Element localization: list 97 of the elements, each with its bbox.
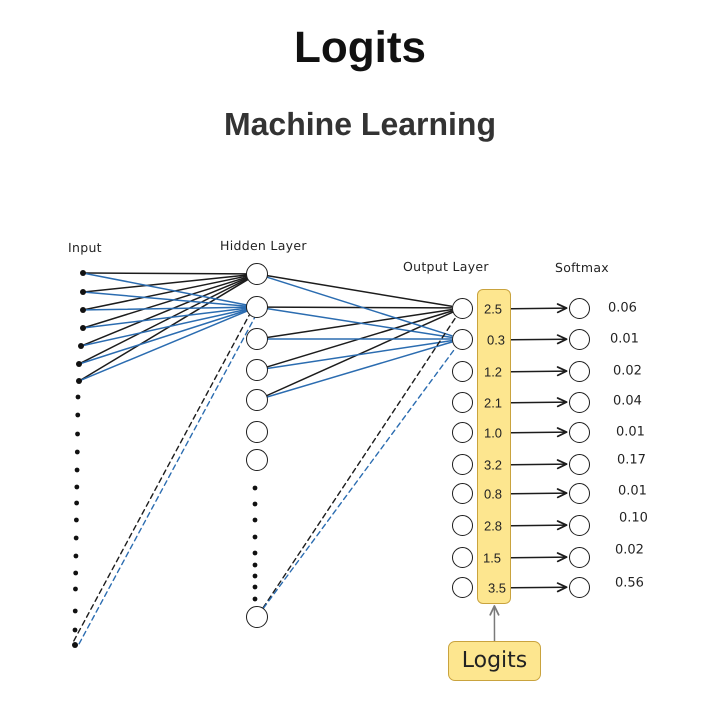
input-dot [76, 378, 82, 384]
input-dot [80, 270, 86, 276]
connection-line [85, 272, 247, 275]
input-dot [80, 325, 86, 331]
connection-line [80, 278, 248, 380]
connection-line [81, 310, 248, 364]
logit-value: 2.5 [484, 302, 502, 316]
neuron-circle [452, 546, 472, 568]
neuron-circle [452, 576, 472, 598]
probability-value: 0.02 [613, 364, 642, 378]
connection-line [81, 310, 248, 381]
connection-line [266, 312, 454, 396]
connection-line [85, 275, 247, 310]
connection-line [83, 277, 248, 346]
neuron-circle [568, 328, 590, 350]
neuron-circle [452, 298, 472, 318]
arrow [510, 520, 568, 530]
probability-value: 0.01 [618, 484, 647, 498]
neuron-circle [452, 482, 472, 504]
layer-heading: Softmax [555, 260, 609, 275]
connection-line [267, 275, 452, 308]
neuron-circle [246, 296, 268, 318]
connection-line [83, 308, 248, 346]
connection-line [85, 306, 247, 311]
neuron-circle [452, 392, 472, 412]
probability-value: 0.01 [616, 426, 645, 438]
arrow [510, 459, 568, 470]
probability-value: 0.10 [619, 512, 648, 524]
arrow [510, 397, 568, 408]
input-dot [72, 642, 78, 648]
arrow [510, 366, 568, 376]
arrow [510, 427, 568, 438]
connection-line [85, 274, 247, 292]
arrow [510, 488, 568, 498]
neuron-circle [568, 360, 590, 382]
logit-value: 0.8 [484, 488, 502, 500]
neuron-circle [246, 263, 268, 285]
subtitle: Machine Learning [224, 107, 496, 142]
arrow [510, 552, 568, 562]
input-dot [78, 343, 84, 349]
probability-value: 0.02 [615, 544, 644, 556]
arrow [510, 334, 568, 344]
probability-value: 0.17 [617, 454, 646, 466]
connection-line [266, 276, 453, 337]
connection-line [267, 340, 452, 370]
connection-line [85, 276, 248, 328]
neuron-circle [452, 514, 472, 536]
neuron-circle [452, 454, 472, 474]
input-dot [80, 289, 86, 295]
connection-line [266, 310, 453, 368]
connection-line [266, 341, 453, 398]
connection-line [267, 338, 452, 340]
logit-value: 2.8 [484, 520, 502, 532]
neuron-circle [452, 360, 472, 382]
arrow [489, 605, 500, 642]
neuron-circle [568, 454, 590, 474]
neuron-circle [246, 359, 268, 381]
neuron-circle [568, 422, 590, 442]
logit-value: 1.5 [482, 552, 502, 564]
connection-line [267, 306, 452, 309]
logit-value: 1.2 [484, 366, 502, 378]
connection-line [85, 292, 247, 307]
neuron-circle [568, 482, 590, 504]
layer-heading: Hidden Layer [220, 238, 307, 253]
connection-line [80, 278, 248, 364]
callout-box: Logits [448, 641, 541, 681]
neuron-circle [452, 422, 472, 442]
probability-value: 0.01 [610, 332, 639, 346]
logit-value: 2.1 [484, 396, 502, 410]
probability-value: 0.04 [613, 394, 642, 408]
logit-value: 3.2 [484, 458, 502, 472]
neuron-circle [246, 328, 268, 350]
input-dot [80, 307, 86, 313]
logit-value: 3.5 [488, 582, 506, 594]
input-dot [76, 361, 82, 367]
probability-value: 0.56 [615, 576, 644, 590]
neuron-circle [246, 421, 268, 443]
layer-heading: Output Layer [403, 259, 489, 274]
neuron-circle [568, 576, 590, 598]
connection-line [85, 308, 247, 328]
layer-heading: Input [68, 240, 102, 255]
highlight-bar [477, 289, 511, 604]
title: Logits [294, 24, 426, 72]
connection-line [85, 272, 247, 306]
probability-value: 0.06 [608, 302, 637, 314]
neuron-circle [246, 389, 268, 411]
neuron-circle [246, 606, 268, 628]
neuron-circle [568, 514, 590, 536]
arrow [510, 303, 568, 314]
arrow [510, 582, 568, 592]
neuron-circle [568, 298, 590, 318]
logit-value: 0.3 [486, 334, 506, 346]
logit-value: 1.0 [484, 426, 502, 440]
neuron-circle [568, 546, 590, 568]
neuron-circle [246, 449, 268, 471]
neuron-circle [452, 328, 472, 350]
neuron-circle [568, 392, 590, 412]
